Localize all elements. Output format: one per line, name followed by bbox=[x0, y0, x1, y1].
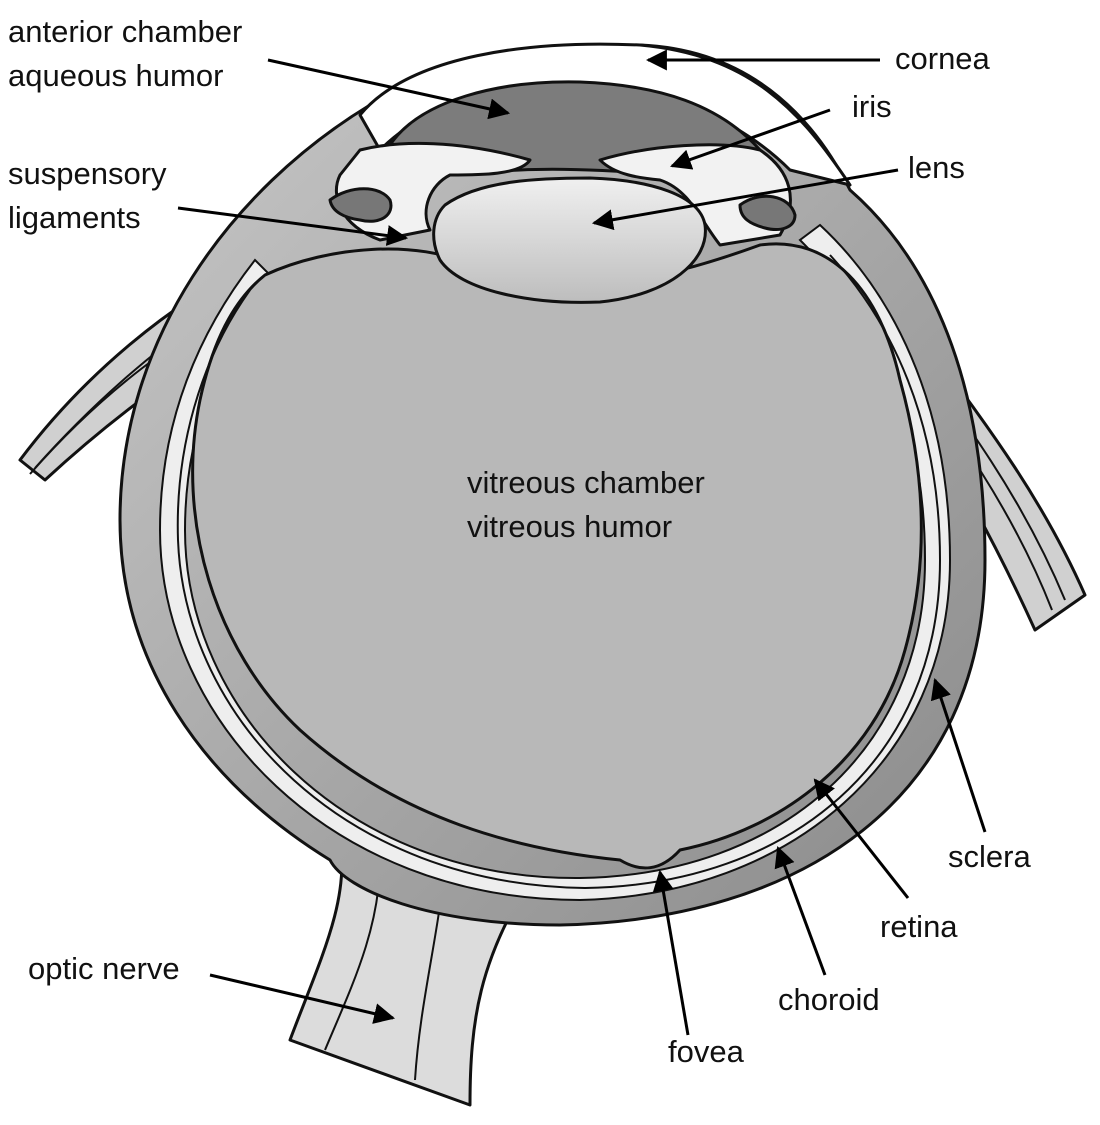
label-choroid: choroid bbox=[778, 982, 880, 1017]
label-anterior-chamber-line2: aqueous humor bbox=[8, 58, 224, 93]
label-suspensory-line2: ligaments bbox=[8, 200, 141, 235]
iris-right bbox=[598, 143, 797, 247]
label-vitreous-line1: vitreous chamber bbox=[467, 465, 705, 500]
label-cornea: cornea bbox=[895, 41, 990, 76]
pointer-retina bbox=[813, 778, 910, 899]
pointer-sclera bbox=[930, 678, 987, 833]
label-anterior-chamber: anterior chamber aqueous humor bbox=[8, 10, 242, 98]
label-fovea: fovea bbox=[668, 1034, 744, 1069]
lens bbox=[432, 176, 707, 304]
pointer-iris bbox=[670, 108, 831, 170]
pointer-anterior-chamber bbox=[267, 58, 511, 120]
label-sclera: sclera bbox=[948, 839, 1031, 874]
label-vitreous: vitreous chamber vitreous humor bbox=[467, 461, 705, 549]
iris-left bbox=[328, 141, 532, 242]
label-suspensory-ligaments: suspensory ligaments bbox=[8, 152, 167, 240]
label-retina: retina bbox=[880, 909, 958, 944]
pointer-suspensory bbox=[177, 206, 409, 246]
label-lens: lens bbox=[908, 150, 965, 185]
choroid bbox=[158, 223, 952, 902]
label-optic-nerve: optic nerve bbox=[28, 951, 180, 986]
pointer-optic-nerve bbox=[209, 973, 396, 1024]
pointer-fovea bbox=[652, 869, 690, 1036]
pointer-choroid bbox=[774, 846, 827, 976]
label-iris: iris bbox=[852, 89, 892, 124]
label-suspensory-line1: suspensory bbox=[8, 156, 167, 191]
retina bbox=[176, 254, 942, 890]
pointer-lens bbox=[591, 168, 899, 231]
label-anterior-chamber-line1: anterior chamber bbox=[8, 14, 243, 49]
label-vitreous-line2: vitreous humor bbox=[467, 509, 673, 544]
